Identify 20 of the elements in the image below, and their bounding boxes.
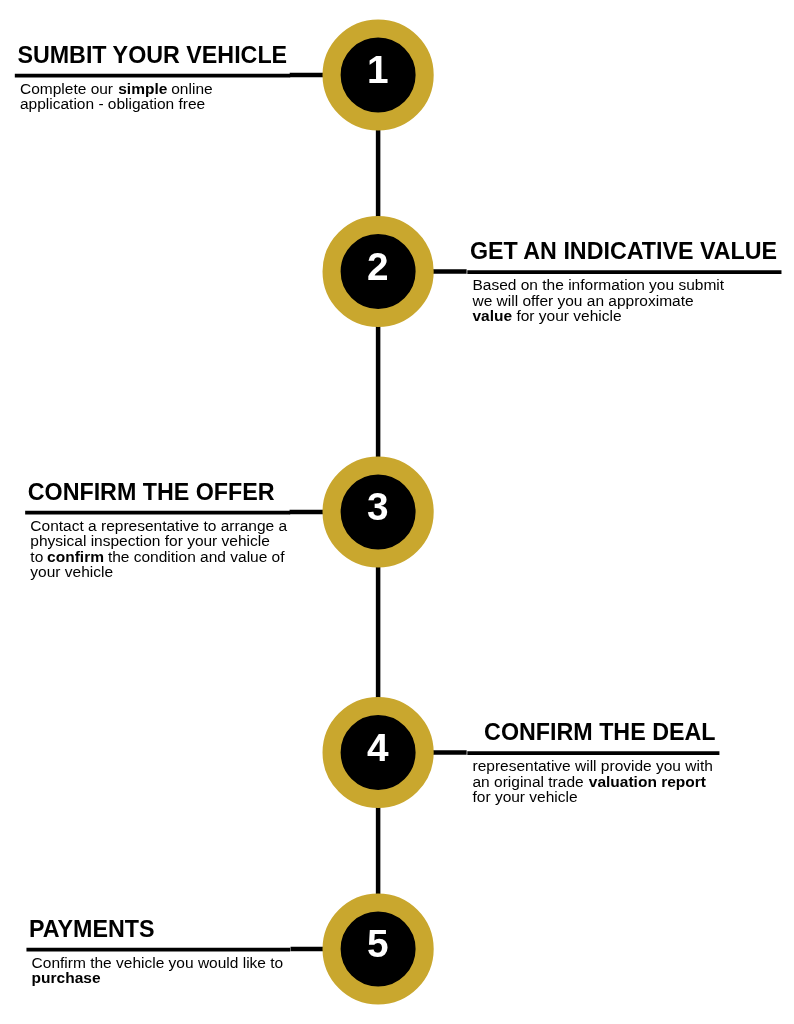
node-box — [14, 73, 290, 78]
node-label: GET AN INDICATIVE VALUE — [469, 238, 777, 265]
node-circle: 1 — [322, 19, 434, 131]
node-label: Confirm the vehicle you would like to purchase — [31, 953, 283, 987]
node-box — [25, 947, 290, 952]
node-box — [466, 751, 719, 756]
node-circle: 2 — [322, 215, 434, 328]
node-label: CONFIRM THE DEAL — [483, 719, 715, 746]
node-label: Complete our simple online application - obligation free — [19, 79, 213, 113]
node-circle: 4 — [322, 696, 434, 809]
node-circle: 5 — [322, 893, 434, 1005]
node-label: PAYMENTS — [28, 915, 154, 942]
node-label: SUMBIT YOUR VEHICLE — [16, 41, 287, 68]
node-box — [24, 510, 290, 515]
node-label: representative will provide you with an original trade valuation report for your vehicle — [471, 757, 713, 806]
node-circle: 3 — [322, 456, 434, 568]
node-label: CONFIRM THE OFFER — [27, 478, 275, 505]
node-label: Based on the information you submit we will offer you an approximate value for your vehicle — [471, 276, 724, 325]
node-label: Contact a representative to arrange a physical inspection for your vehicle to confirm the condition and value of your vehicle — [29, 516, 287, 581]
node-box — [466, 270, 781, 275]
